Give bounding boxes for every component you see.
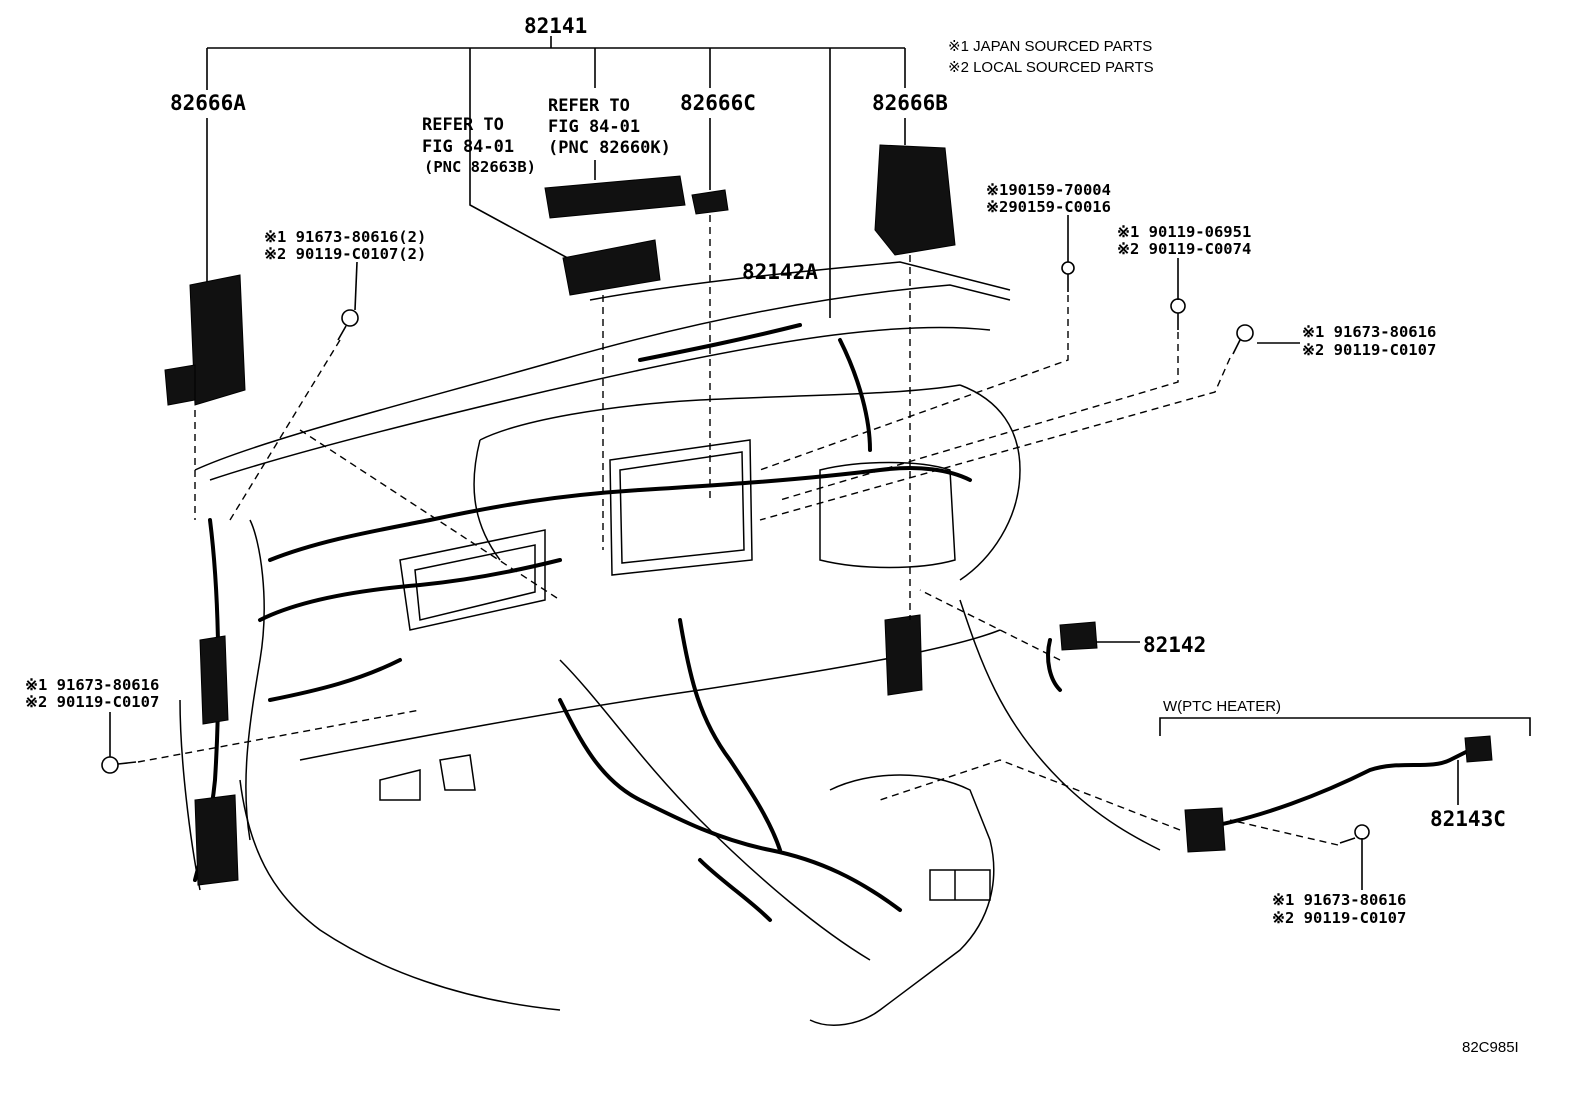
- fastener-top-mid-jp: ※190159-70004: [986, 181, 1111, 199]
- refer-2-line2: FIG 84-01: [548, 117, 640, 137]
- fastener-top-right-local: ※2 90119-C0074: [1117, 240, 1251, 258]
- connector-82143c: [1464, 735, 1493, 763]
- reference-lines: [137, 215, 1339, 846]
- connector-block-82660k: [544, 175, 686, 219]
- fastener-top-mid-local: ※290159-C0016: [986, 198, 1111, 216]
- relay-block-left: [199, 635, 229, 725]
- refer-1-line2: FIG 84-01: [422, 137, 514, 157]
- fastener-right-local: ※2 90119-C0107: [1302, 341, 1436, 359]
- part-label-82141: 82141: [524, 14, 587, 38]
- connector-block-82663b: [562, 239, 661, 296]
- fastener-top-left-jp: ※1 91673-80616(2): [264, 228, 426, 246]
- junction-block-82666a: [164, 274, 246, 406]
- bolt-icon: [1232, 324, 1254, 355]
- part-label-82666a: 82666A: [170, 91, 246, 115]
- bolt-icon: [1339, 824, 1370, 844]
- connector-left-lower: [194, 794, 239, 886]
- figure-code: 82C985I: [1462, 1039, 1519, 1056]
- bolt-icon: [101, 756, 137, 774]
- part-label-82666b: 82666B: [872, 91, 948, 115]
- fastener-bottom-right-jp: ※1 91673-80616: [1272, 891, 1406, 909]
- legend-japan: ※1 JAPAN SOURCED PARTS: [948, 38, 1152, 55]
- fastener-top-left-local: ※2 90119-C0107(2): [264, 245, 426, 263]
- fastener-left-jp: ※1 91673-80616: [25, 676, 159, 694]
- ptc-heater-bracket: [1159, 717, 1531, 736]
- connector-center-right: [884, 614, 923, 696]
- junction-block-82666b: [874, 144, 956, 256]
- grommet-ptc-heater: [1184, 807, 1226, 853]
- legend-local: ※2 LOCAL SOURCED PARTS: [948, 59, 1154, 76]
- junction-block-82666c: [691, 189, 729, 215]
- part-label-82142a: 82142A: [742, 260, 818, 284]
- dashboard-body: [179, 261, 1161, 1026]
- refer-2-line1: REFER TO: [548, 96, 630, 116]
- refer-2-line3: (PNC 82660K): [548, 138, 671, 158]
- fastener-left-local: ※2 90119-C0107: [25, 693, 159, 711]
- part-label-82143c: 82143C: [1430, 807, 1506, 831]
- bolt-icon: [1170, 298, 1186, 330]
- harness-wiring: [193, 323, 1472, 922]
- refer-1-line3: (PNC 82663B): [424, 158, 536, 176]
- part-label-82142: 82142: [1143, 633, 1206, 657]
- main-harness-bracket: [206, 36, 906, 318]
- ptc-heater-label: W(PTC HEATER): [1163, 698, 1281, 715]
- bolt-icon: [1061, 261, 1075, 292]
- part-label-82666c: 82666C: [680, 91, 756, 115]
- fastener-top-right-jp: ※1 90119-06951: [1117, 223, 1251, 241]
- connector-82142: [1059, 621, 1098, 651]
- refer-1-line1: REFER TO: [422, 115, 504, 135]
- leader-lines: [109, 215, 1459, 890]
- fastener-bottom-right-local: ※2 90119-C0107: [1272, 909, 1406, 927]
- bolt-icon: [337, 309, 359, 341]
- fastener-right-jp: ※1 91673-80616: [1302, 323, 1436, 341]
